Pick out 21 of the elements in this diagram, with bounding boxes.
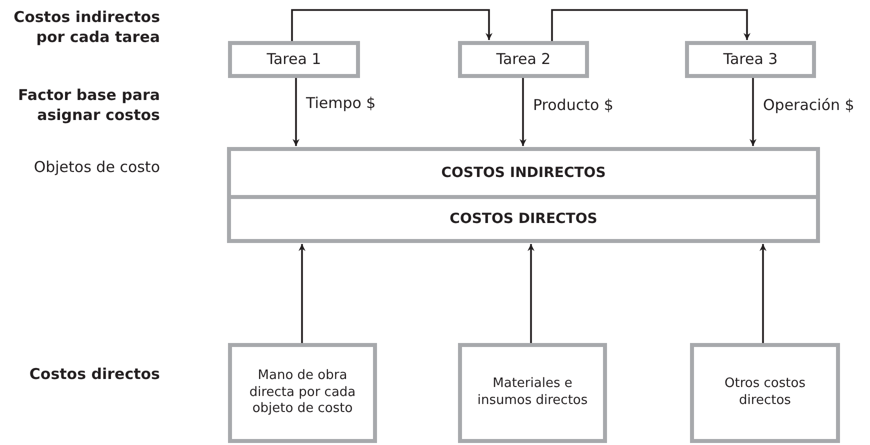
row-label: Objetos de costo (32, 158, 160, 178)
process-box: Otros costos directos (690, 343, 840, 443)
arrow (520, 78, 526, 146)
process-box: Materiales e insumos directos (458, 343, 607, 443)
arrow (291, 9, 492, 41)
arrow (292, 78, 300, 146)
process-box: Tarea 2 (458, 41, 589, 78)
edge-label: Tiempo $ (306, 96, 376, 111)
arrow (298, 244, 306, 343)
arrow (528, 244, 534, 343)
edge-label: Producto $ (533, 98, 614, 113)
row-label: Factor base para asignar costos (16, 86, 160, 125)
process-box: Tarea 1 (228, 41, 360, 78)
edge-label: Operación $ (763, 98, 854, 113)
process-box: Tarea 3 (685, 41, 816, 78)
arrow (750, 78, 756, 146)
row-label: Costos directos (28, 365, 160, 384)
arrow (760, 244, 766, 343)
arrow (551, 9, 750, 41)
process-box: Mano de obra directa por cada objeto de costo (228, 343, 377, 443)
row-label: Costos indirectos por cada tarea (12, 8, 160, 47)
